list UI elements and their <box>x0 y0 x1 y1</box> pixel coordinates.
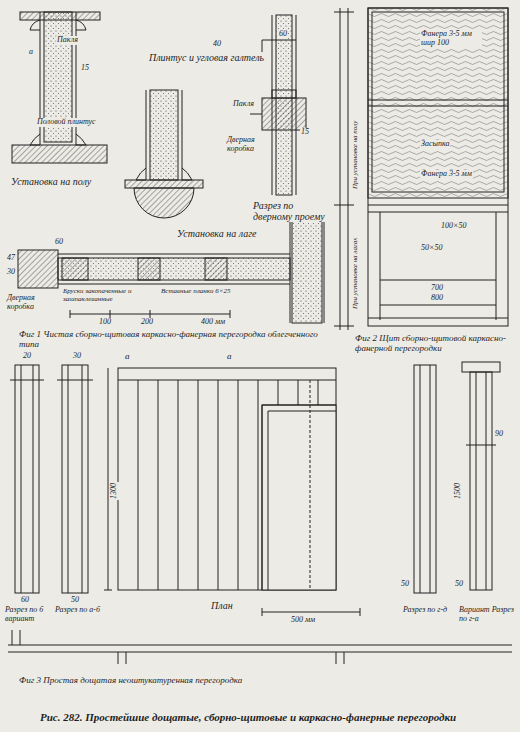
drawing-label: 500 мм <box>290 616 316 625</box>
drawing-label: План <box>210 600 234 611</box>
drawing-label: Дверная коробка <box>226 136 262 154</box>
drawing-label: Установка на полу <box>10 176 92 187</box>
board-joint <box>178 380 179 590</box>
drawing-label: 60 <box>278 30 288 39</box>
drawing-label: a <box>28 48 34 57</box>
board-joint <box>218 380 219 590</box>
board-joint <box>258 380 259 590</box>
drawing-label: Разрез по б вариант <box>4 606 54 624</box>
drawing-label: 30 <box>6 268 16 277</box>
drawing-label: Фанера 3-5 мм шир 100 <box>420 30 482 48</box>
drawing-label: Разрез по а-б <box>54 606 102 615</box>
drawing-label: Дверная коробка <box>6 294 48 312</box>
drawing-label: 50 <box>400 580 410 589</box>
drawing-label: Установка на лаге <box>176 228 258 239</box>
drawing-label: 20 <box>22 352 32 361</box>
drawing-label: Разрез по дверному проему <box>252 200 334 222</box>
drawing-label: Фиг 3 Простая дощатая неоштукатуренная п… <box>18 676 243 686</box>
drawing-label: Засыпка <box>420 140 450 149</box>
drawing-label: а <box>226 352 233 362</box>
drawing-label: 700 <box>430 284 444 293</box>
figure-caption: Рис. 282. Простейшие дощатые, сборно-щит… <box>40 711 456 723</box>
drawing-label: 50×50 <box>420 244 443 253</box>
drawing-label: 100×50 <box>440 222 467 231</box>
drawing-label: 47 <box>6 254 16 263</box>
drawing-label: Пакля <box>232 100 255 109</box>
drawing-label: 50 <box>454 580 464 589</box>
drawing-label: Разрез по г-д <box>402 606 454 615</box>
drawing-label: 15 <box>80 64 90 73</box>
drawing-label: Половой плинтус <box>36 118 97 127</box>
board-joint <box>238 380 239 590</box>
drawing-label: 100 <box>98 318 112 327</box>
drawing-label: Бруски закопаченные и зашпаклеванные <box>62 288 144 303</box>
drawing-label: Фиг 1 Чистая сборно-щитовая каркасно-фан… <box>18 330 320 350</box>
drawing-label: 200 <box>140 318 154 327</box>
drawing-label: Вставные планки 6×25 <box>160 288 232 296</box>
board-joint <box>138 380 139 590</box>
drawing-label: 800 <box>430 294 444 303</box>
drawing-label: 15 <box>300 128 310 137</box>
drawing-label: 30 <box>72 352 82 361</box>
drawing-label: При установке на лагах <box>352 237 360 310</box>
drawing-label: 40 <box>212 40 222 49</box>
drawing-label: Фанера 3-5 мм <box>420 170 473 179</box>
drawing-label: 50 <box>70 596 80 605</box>
drawing-label: Плинтус и угловая галтель <box>148 52 265 63</box>
drawing-label: Вариант Разрез по г-а <box>458 606 516 624</box>
board-joint <box>158 380 159 590</box>
drawing-label: Пакля <box>56 36 79 45</box>
drawing-label: 60 <box>20 596 30 605</box>
drawing-label: 1500 <box>454 482 463 500</box>
drawing-label: а <box>124 352 131 362</box>
drawing-label: 1300 <box>110 482 119 500</box>
drawing-label: Фиг 2 Щит сборно-щитовой каркасно-фанерн… <box>354 334 516 354</box>
drawing-label: 60 <box>54 238 64 247</box>
drawing-label: При установке на полу <box>352 120 360 190</box>
drawing-label: 400 мм <box>200 318 226 327</box>
board-joint <box>198 380 199 590</box>
drawing-label: 90 <box>494 430 504 439</box>
